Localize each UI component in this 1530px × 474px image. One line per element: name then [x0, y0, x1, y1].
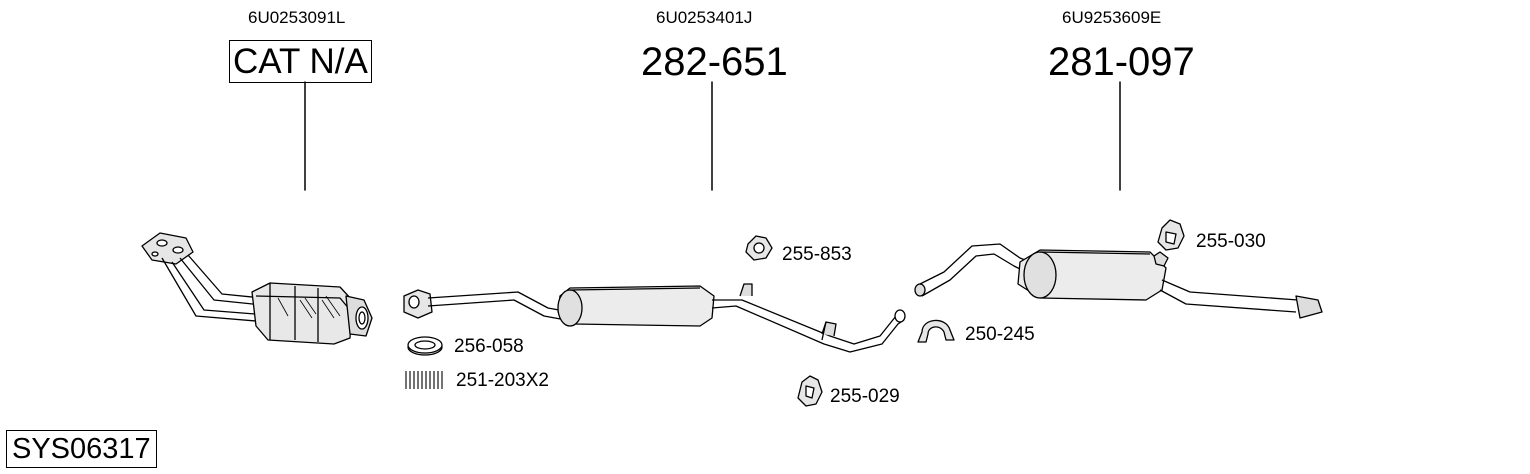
part-number-middle-silencer: 282-651 [641, 40, 788, 84]
rubber-hanger-icon [1157, 219, 1185, 251]
part-label-255-853: 255-853 [782, 244, 852, 265]
part-label-251-203x2: 251-203X2 [456, 370, 549, 391]
middle-silencer-illustration [403, 283, 906, 353]
diagram-id-box: SYS06317 [6, 430, 157, 468]
part-number-rear-silencer: 281-097 [1048, 40, 1195, 84]
oem-code-middle-silencer: 6U0253401J [656, 8, 753, 27]
catalytic-converter-illustration [141, 232, 373, 345]
oem-code-rear-silencer: 6U9253609E [1062, 8, 1162, 27]
gasket-ring-icon [407, 336, 443, 356]
part-number-catalytic-converter: CAT N/A [229, 40, 372, 83]
spring-icon [405, 371, 443, 389]
part-label-255-029: 255-029 [830, 386, 900, 407]
rear-silencer-illustration [914, 243, 1323, 319]
oem-code-catalytic-converter: 6U0253091L [248, 8, 346, 27]
part-label-250-245: 250-245 [965, 324, 1035, 345]
rubber-hanger-icon [797, 375, 823, 407]
exhaust-clamp-icon [917, 319, 955, 343]
part-label-255-030: 255-030 [1196, 231, 1266, 252]
part-label-256-058: 256-058 [454, 336, 524, 357]
rubber-mount-icon [745, 235, 773, 261]
